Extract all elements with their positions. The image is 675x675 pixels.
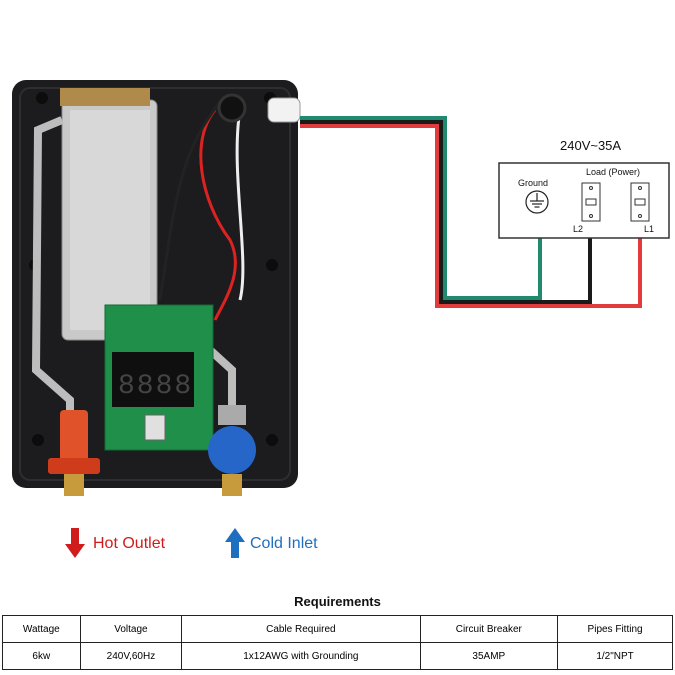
header-cell: Pipes Fitting (557, 615, 673, 643)
heater-wiring-diagram: 8888 (12, 80, 670, 558)
l2-wire (300, 120, 592, 304)
ground-wire (300, 116, 542, 300)
cold-pipe (207, 347, 236, 410)
cold-inlet-fitting (208, 426, 256, 474)
hot-outlet-arrow-icon (65, 528, 85, 558)
header-cell: Circuit Breaker (419, 615, 559, 643)
supply-rating-label: 240V~35A (560, 138, 622, 153)
ground-symbol-icon (525, 190, 549, 214)
header-cell: Cable Required (181, 615, 421, 643)
cold-inlet-arrow-icon (225, 528, 245, 558)
header-cell: Voltage (79, 615, 183, 643)
header-cell: Wattage (2, 615, 81, 643)
led-display (112, 352, 194, 407)
l1-wire (300, 124, 642, 308)
cable-grommet (267, 97, 301, 123)
value-cell: 6kw (2, 642, 81, 670)
value-cell: 240V,60Hz (79, 642, 183, 670)
requirements-table: Wattage Voltage Cable Required Circuit B… (2, 615, 673, 670)
mounting-holes (29, 92, 278, 446)
hot-outlet-label: Hot Outlet (93, 535, 166, 552)
cold-inlet-label: Cold Inlet (250, 535, 318, 552)
value-cell: 35AMP (419, 642, 559, 670)
element-terminals (60, 88, 150, 106)
table-row: 6kw 240V,60Hz 1x12AWG with Grounding 35A… (2, 642, 673, 670)
hot-outlet-fitting (60, 410, 88, 470)
value-cell: 1x12AWG with Grounding (181, 642, 421, 670)
value-cell: 1/2"NPT (557, 642, 673, 670)
breaker-l2-icon (581, 182, 601, 222)
svg-text:8888: 8888 (118, 371, 193, 402)
l1-label: L1 (644, 224, 655, 234)
table-header-row: Wattage Voltage Cable Required Circuit B… (2, 615, 673, 643)
ground-label: Ground (518, 178, 549, 188)
requirements-title: Requirements (294, 594, 381, 609)
load-label: Load (Power) (586, 167, 641, 177)
breaker-l1-icon (630, 182, 650, 222)
l2-label: L2 (573, 224, 584, 234)
hot-pipe (31, 116, 74, 420)
